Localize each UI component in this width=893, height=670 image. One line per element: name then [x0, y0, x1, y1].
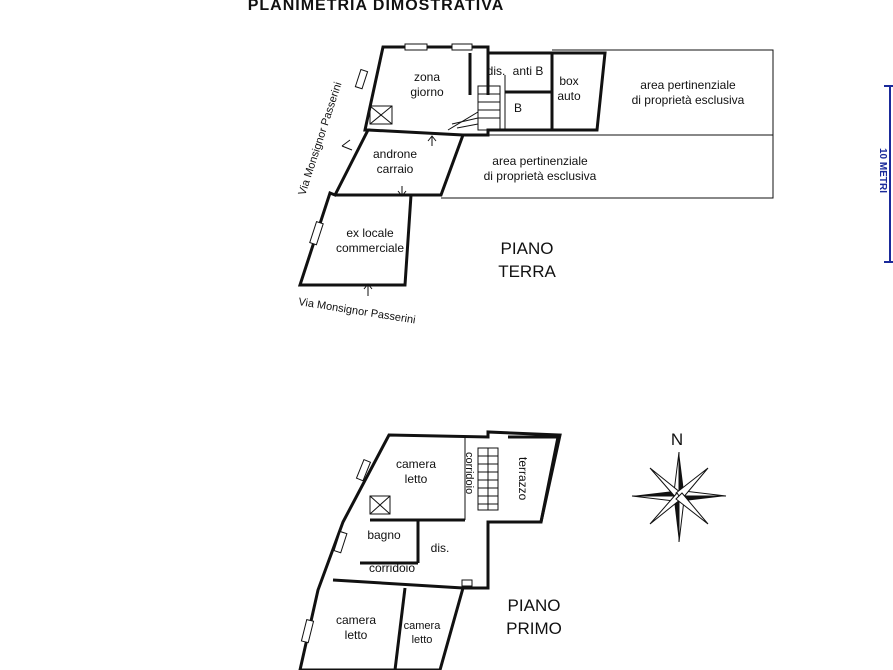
room-label-corridoio-horizontal: corridoio [369, 561, 415, 575]
street-label-side: Via Monsignor Passerini [296, 81, 344, 197]
ground-floor-name-line1: PIANO [501, 239, 554, 258]
shaft-symbol-first-floor [369, 495, 391, 515]
staircase-first-floor [477, 447, 499, 511]
room-label-dis-first: dis. [431, 541, 450, 555]
compass-rose: N [631, 430, 727, 543]
room-label-terrazzo: terrazzo [516, 457, 530, 501]
plan-title: PLANIMETRIA DIMOSTRATIVA [248, 0, 505, 14]
room-label-androne-line2: carraio [377, 162, 414, 176]
room-label-anti-b: anti B [513, 64, 544, 78]
area-label-top-line2: di proprietà esclusiva [632, 93, 745, 107]
room-label-dis: dis. [487, 64, 506, 78]
room-label-androne-line1: androne [373, 147, 417, 161]
room-label-camera1-line2: letto [405, 472, 428, 486]
room-label-zona-line1: zona [414, 70, 440, 84]
first-floor-plan: camera letto corridoio terrazzo bagno di… [298, 430, 562, 670]
compass-north-label: N [671, 430, 683, 449]
ground-floor-name-line2: TERRA [498, 262, 556, 281]
scale-bar: 10 METRI [877, 85, 893, 263]
first-floor-name-line2: PRIMO [506, 619, 562, 638]
room-label-camera2-line2: letto [345, 628, 368, 642]
room-label-bagno: bagno [367, 528, 401, 542]
staircase [447, 85, 501, 131]
room-label-camera3-line1: camera [404, 620, 442, 632]
first-floor-name-line1: PIANO [508, 596, 561, 615]
room-label-corridoio-vertical: corridoio [463, 452, 475, 494]
room-label-locale-line1: ex locale [346, 226, 394, 240]
room-label-zona-line2: giorno [410, 85, 444, 99]
ground-floor-plan: zona giorno dis. anti B B box auto area … [296, 43, 774, 326]
room-label-camera3-line2: letto [412, 634, 433, 646]
room-label-camera2-line1: camera [336, 613, 376, 627]
street-label-bottom: Via Monsignor Passerini [298, 296, 417, 326]
room-label-locale-line2: commerciale [336, 241, 404, 255]
room-label-box-line1: box [559, 74, 578, 88]
scale-label: 10 METRI [877, 148, 888, 193]
area-label-mid-line1: area pertinenziale [492, 154, 588, 168]
area-label-mid-line2: di proprietà esclusiva [484, 169, 597, 183]
area-label-top-line1: area pertinenziale [640, 78, 736, 92]
room-label-b: B [514, 101, 522, 115]
shaft-symbol [369, 105, 393, 125]
room-label-camera1-line1: camera [396, 457, 436, 471]
room-label-box-line2: auto [557, 89, 581, 103]
